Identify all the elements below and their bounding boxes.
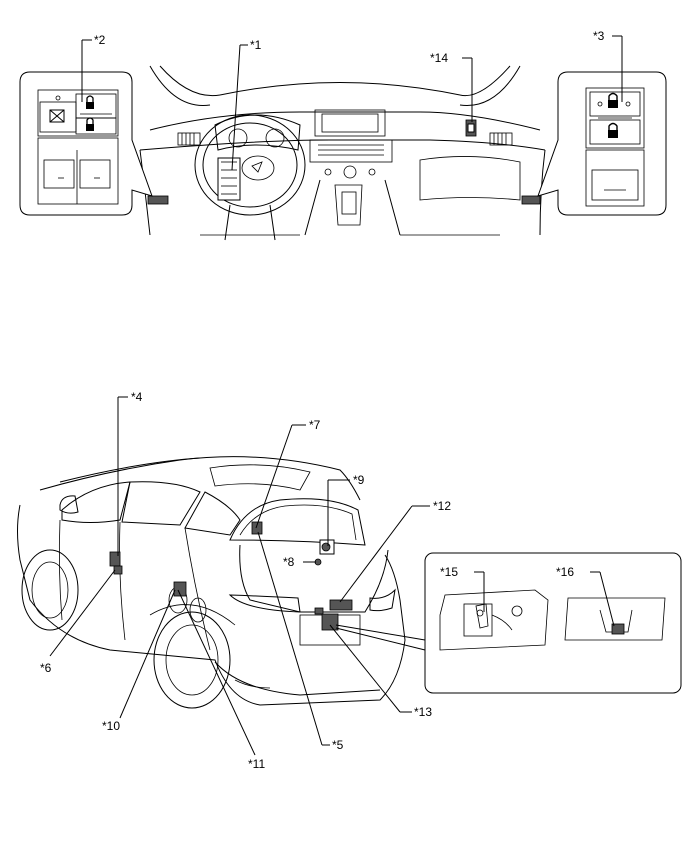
callout-8: *8 [283, 555, 295, 569]
callout-12: *12 [433, 499, 451, 513]
unlock-icon [86, 117, 94, 131]
callout-5: *5 [332, 738, 344, 752]
lock-icon [608, 92, 618, 108]
callout-13: *13 [414, 705, 432, 719]
callout-15: *15 [440, 565, 458, 579]
passenger-door-switch-inset [537, 35, 667, 216]
callout-14: *14 [430, 51, 448, 65]
callout-11: *11 [248, 757, 265, 771]
vehicle-exterior-illustration [17, 456, 406, 709]
unlock-icon [608, 122, 618, 138]
callout-3: *3 [593, 29, 605, 43]
vehicle-leader-lines [49, 396, 430, 756]
callout-2: *2 [94, 33, 106, 47]
window-lock-icon [49, 109, 65, 123]
callout-4: *4 [131, 390, 143, 404]
callout-16: *16 [556, 565, 574, 579]
leader-1 [231, 44, 241, 171]
hatch-switch-inset [424, 552, 682, 694]
driver-door-switch-inset [19, 39, 153, 216]
instrument-panel-illustration [139, 65, 546, 241]
callout-9: *9 [353, 473, 365, 487]
callout-6: *6 [40, 661, 52, 675]
callout-10: *10 [102, 719, 120, 733]
callout-7: *7 [309, 418, 321, 432]
callout-1: *1 [250, 38, 262, 52]
lock-icon [86, 95, 94, 109]
